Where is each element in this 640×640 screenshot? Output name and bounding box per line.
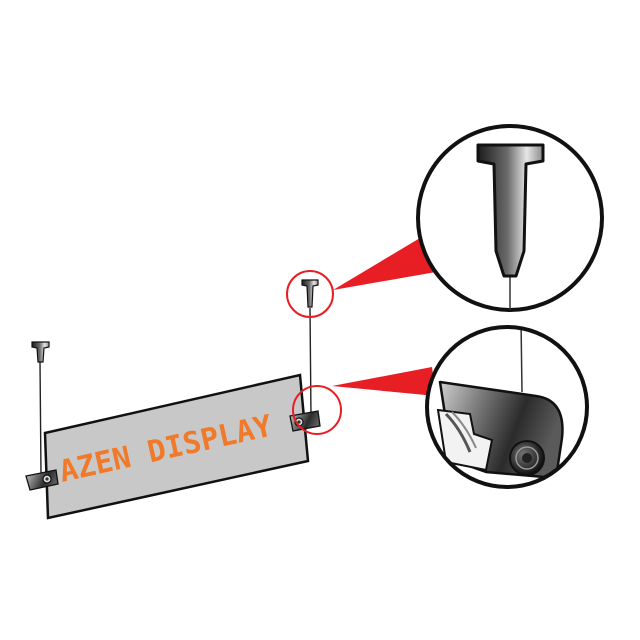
left-hanging-system — [31, 341, 50, 475]
left-cable — [39, 361, 42, 475]
right-ceiling-gripper-icon — [301, 279, 319, 308]
sign-panel: AZEN DISPLAY — [43, 373, 310, 520]
bottom-detail-magnifier — [425, 325, 589, 489]
bottom-detail-highlight — [292, 385, 342, 435]
top-detail-highlight — [286, 270, 334, 318]
top-callout-beam — [333, 238, 436, 290]
cable-clamp-icon — [436, 380, 564, 480]
ceiling-gripper-icon — [476, 143, 545, 278]
right-hanging-system — [289, 279, 321, 432]
bottom-detail-cable — [520, 327, 523, 393]
left-ceiling-gripper-icon — [31, 341, 50, 363]
top-detail-magnifier — [416, 124, 604, 312]
left-cable-clamp-icon — [25, 469, 59, 491]
bottom-callout-beam — [332, 367, 436, 396]
right-cable — [309, 307, 312, 419]
right-cable-clamp-icon — [289, 410, 321, 432]
